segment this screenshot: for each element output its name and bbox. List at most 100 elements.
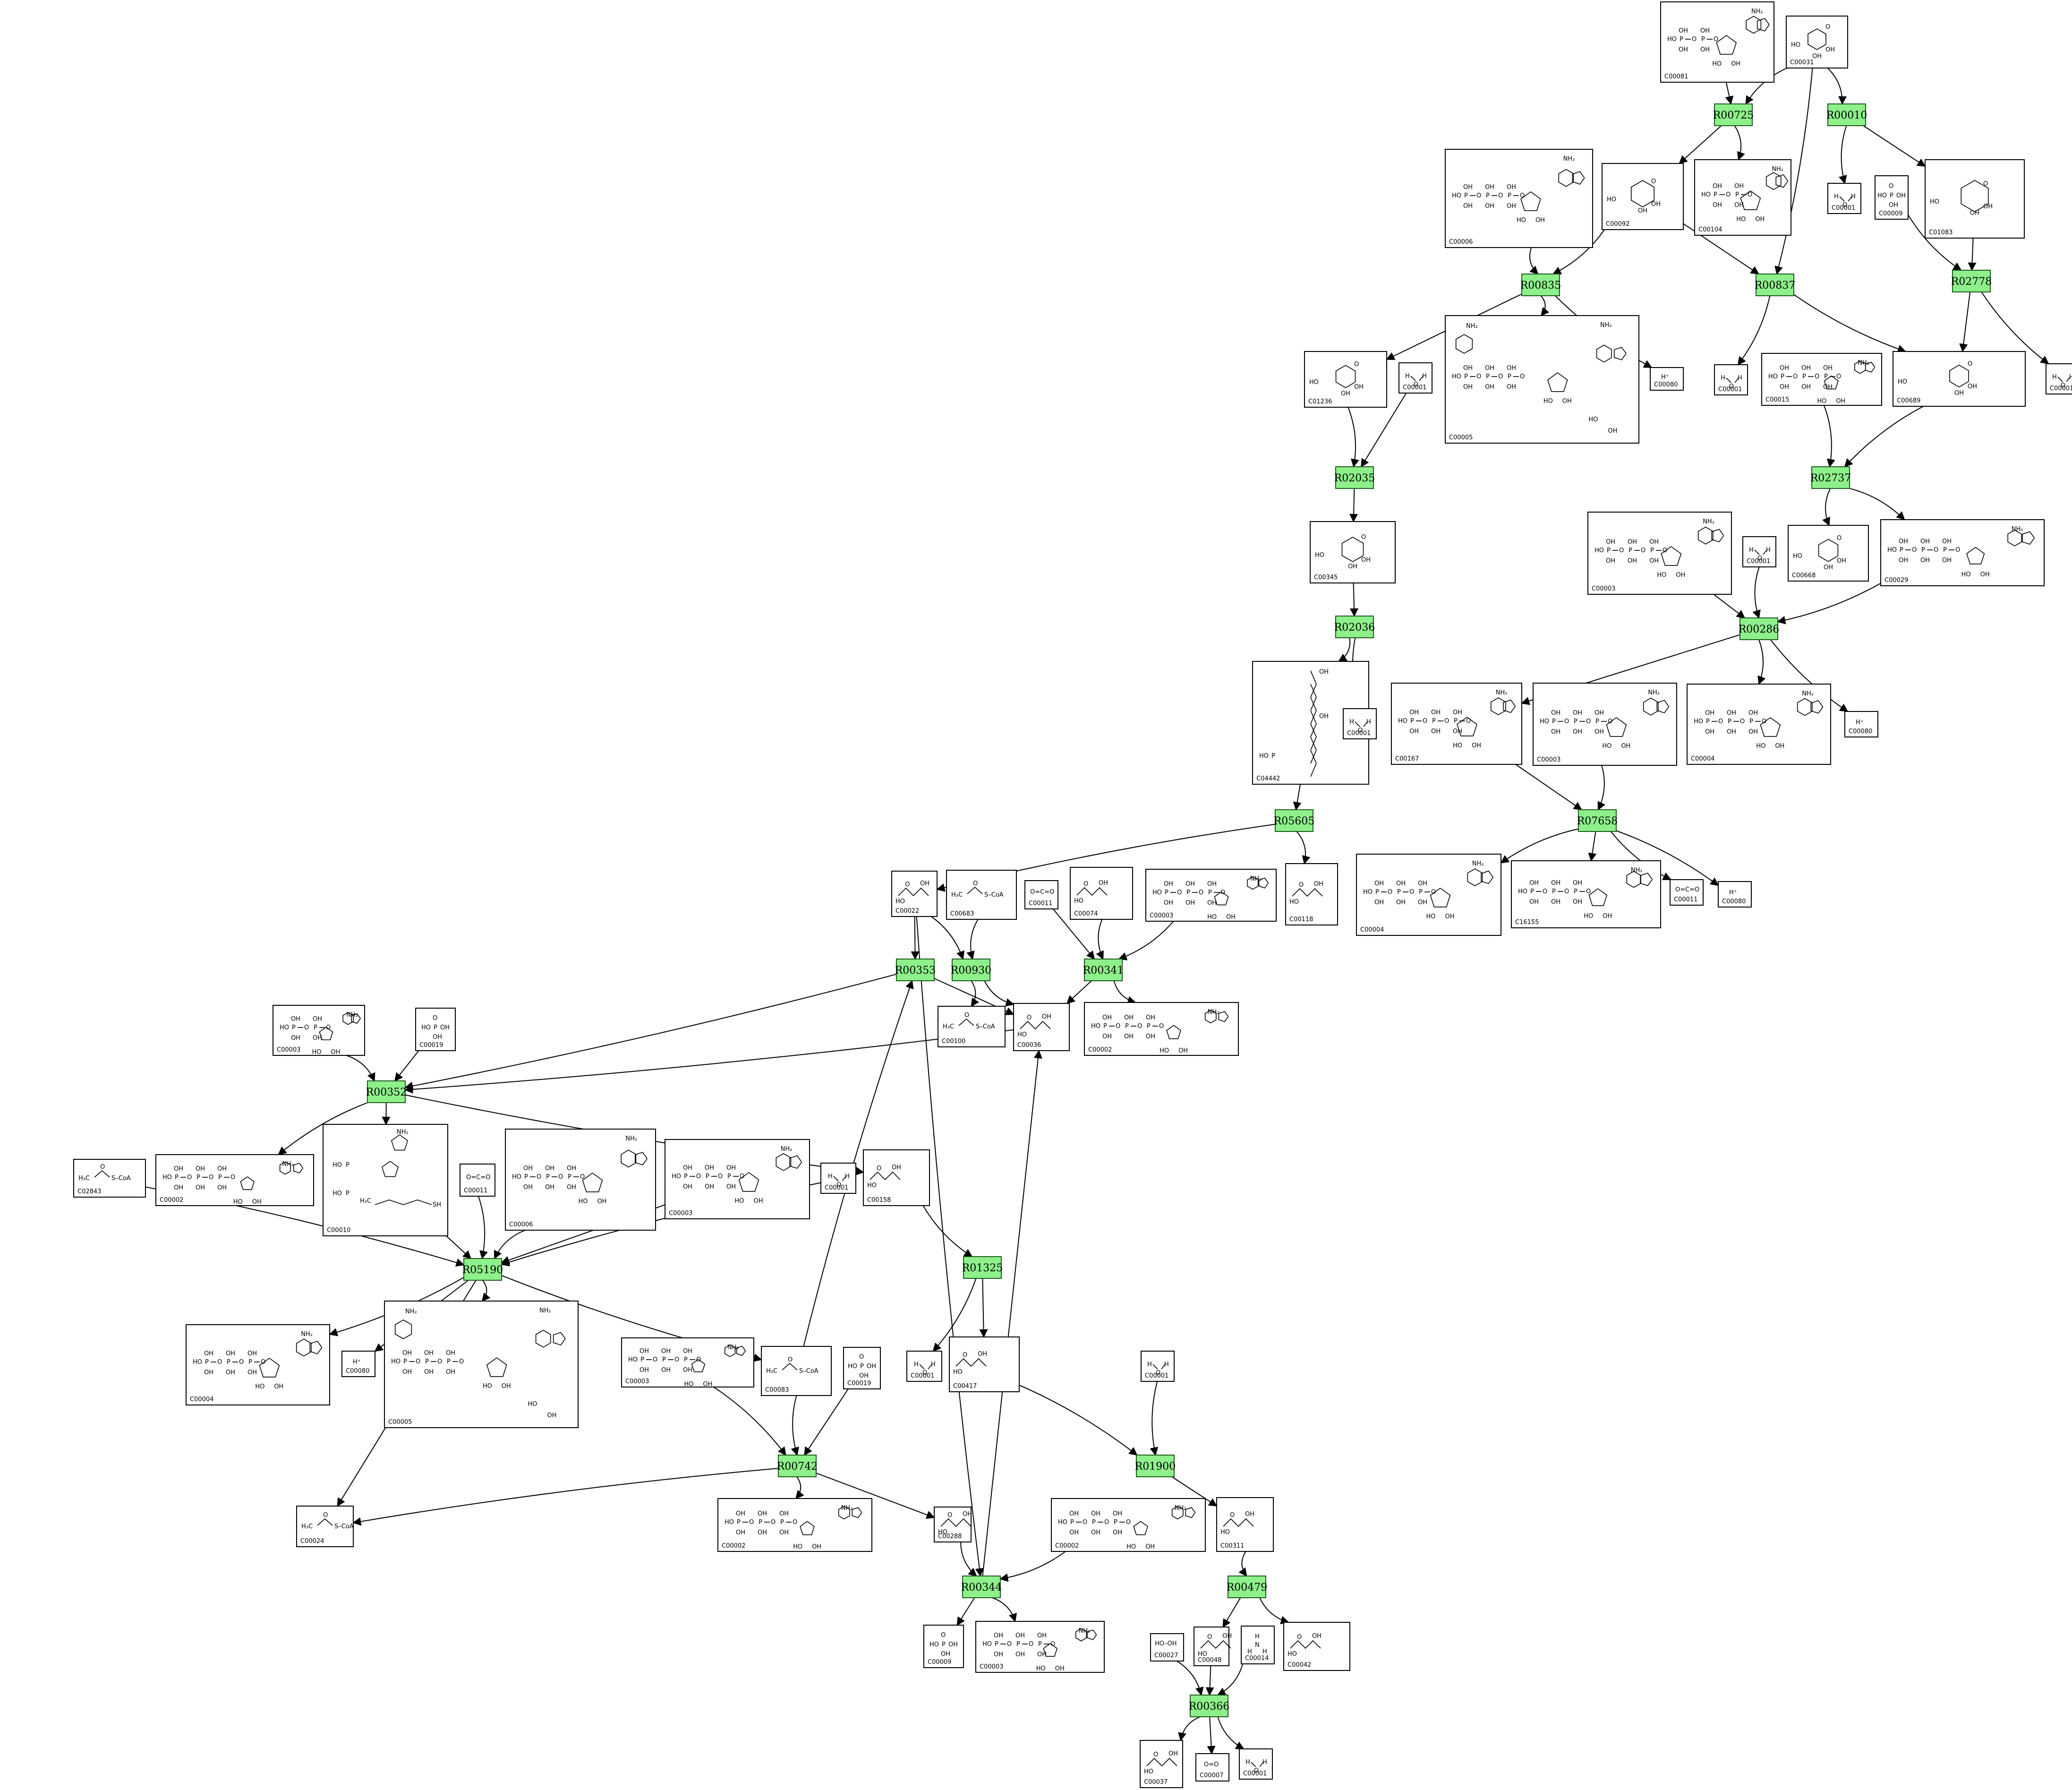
reaction-node[interactable]: R02036: [1334, 616, 1375, 638]
reaction-node[interactable]: R00353: [895, 959, 936, 981]
reaction-node[interactable]: R00341: [1083, 959, 1124, 981]
reaction-node[interactable]: R05190: [462, 1258, 503, 1281]
reaction-node[interactable]: R00352: [366, 1080, 407, 1103]
compound-node[interactable]: H⁺C00080: [1844, 711, 1878, 737]
reaction-node[interactable]: R07658: [1577, 809, 1618, 832]
reaction-node[interactable]: R00286: [1739, 617, 1780, 640]
reaction-node[interactable]: R01325: [962, 1256, 1003, 1279]
reaction-node[interactable]: R00835: [1520, 274, 1561, 296]
reaction-node[interactable]: R00725: [1713, 103, 1754, 126]
compound-node[interactable]: H⁺C00080: [1718, 881, 1752, 908]
reaction-node[interactable]: R02035: [1334, 466, 1375, 489]
reaction-node[interactable]: R05605: [1274, 809, 1315, 832]
reaction-node[interactable]: R00344: [961, 1576, 1002, 1598]
reaction-node[interactable]: R00837: [1755, 274, 1796, 296]
compound-id-label: C00003: [625, 1378, 649, 1385]
reaction-node[interactable]: R00010: [1826, 103, 1867, 126]
compound-id-label: C00042: [1288, 1662, 1311, 1669]
reaction-node[interactable]: R00742: [777, 1455, 818, 1477]
reaction-node[interactable]: R02737: [1810, 466, 1851, 489]
compound-node[interactable]: H⁺C00080: [1650, 367, 1684, 391]
reaction-node[interactable]: R00479: [1227, 1576, 1268, 1598]
reaction-node[interactable]: R00366: [1189, 1695, 1230, 1717]
reaction-node[interactable]: R02778: [1951, 270, 1992, 292]
compound-node[interactable]: H⁺C00080: [341, 1351, 375, 1377]
reaction-node[interactable]: R01900: [1135, 1455, 1176, 1477]
atom-oh-label: OH: [1651, 201, 1661, 208]
atom-h-label: H: [1405, 373, 1410, 380]
reaction-node[interactable]: R00930: [951, 959, 992, 981]
atom-ho-label: HO: [1198, 1651, 1207, 1658]
